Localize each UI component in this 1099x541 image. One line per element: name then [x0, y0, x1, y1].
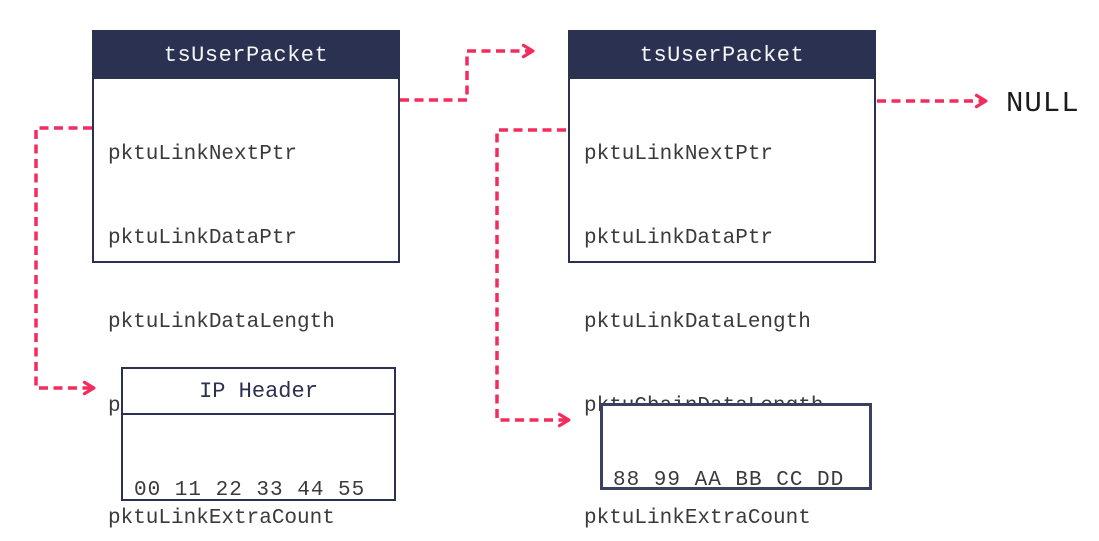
arrow-packet1-nextptr-to-packet2: [400, 43, 535, 102]
field-pktu-link-data-length: pktuLinkDataLength: [108, 311, 335, 334]
data-bytes: 88 99 AA BB CC DD EE FF …: [603, 406, 869, 541]
field-pktu-link-next-ptr: pktuLinkNextPtr: [108, 143, 298, 166]
data-bytes-box: 88 99 AA BB CC DD EE FF …: [600, 403, 872, 492]
field-pktu-link-extra-count: pktuLinkExtraCount: [108, 507, 335, 530]
packet-2-fields: pktuLinkNextPtr pktuLinkDataPtr pktuLink…: [570, 79, 874, 541]
packet-box-2: tsUserPacket pktuLinkNextPtr pktuLinkDat…: [568, 30, 876, 530]
packet-1-title: tsUserPacket: [94, 32, 398, 79]
field-pktu-link-data-length: pktuLinkDataLength: [584, 311, 811, 334]
ip-header-box: IP Header 00 11 22 33 44 55 66 77: [121, 367, 396, 502]
field-pktu-link-next-ptr: pktuLinkNextPtr: [584, 143, 774, 166]
field-pktu-link-data-ptr: pktuLinkDataPtr: [108, 227, 298, 250]
packet-box-1: tsUserPacket pktuLinkNextPtr pktuLinkDat…: [92, 30, 400, 530]
field-pktu-link-data-ptr: pktuLinkDataPtr: [584, 227, 774, 250]
data-bytes-line-1: 88 99 AA BB CC DD: [613, 469, 845, 492]
ip-header-bytes: 00 11 22 33 44 55 66 77: [123, 415, 394, 541]
arrow-packet2-dataptr-to-bytes: [495, 128, 571, 428]
null-terminator-label: NULL: [1006, 87, 1080, 120]
packet-2-title: tsUserPacket: [570, 32, 874, 79]
ip-header-bytes-line-1: 00 11 22 33 44 55: [134, 479, 366, 502]
field-pktu-link-extra-count: pktuLinkExtraCount: [584, 507, 811, 530]
arrow-packet1-dataptr-to-ip-header: [34, 126, 96, 396]
ip-header-title: IP Header: [123, 369, 394, 415]
